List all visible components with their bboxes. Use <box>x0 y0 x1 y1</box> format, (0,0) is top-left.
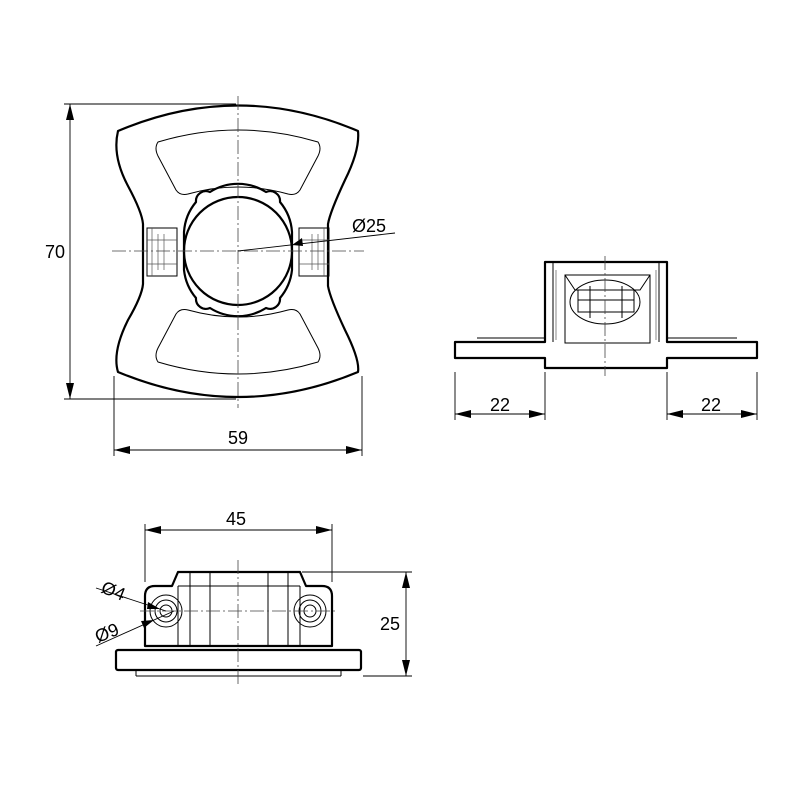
top-view: Ø25 70 59 <box>45 96 396 456</box>
hole-small-arrow <box>147 602 160 609</box>
hole-small-label: Ø4 <box>99 577 129 605</box>
front-base-plate <box>114 648 363 672</box>
top-view-outline <box>115 104 360 399</box>
dim-45-arrow-right <box>316 526 332 534</box>
hole-large-label: Ø9 <box>92 619 122 647</box>
dim-70-arrow-top <box>66 104 74 120</box>
dim-70-arrow-bottom <box>66 383 74 399</box>
front-hole-left-mid <box>154 599 178 623</box>
dim-45-label: 45 <box>226 509 246 529</box>
dim-45-arrow-left <box>145 526 161 534</box>
dim-22r-label: 22 <box>701 395 721 415</box>
dim-22l-arrow-right <box>529 410 545 418</box>
front-body <box>143 570 334 648</box>
dim-59-arrow-right <box>346 446 362 454</box>
dim-25-arrow-top <box>402 572 410 588</box>
dim-22l-arrow-left <box>455 410 471 418</box>
bore-dia-arrow <box>292 238 303 246</box>
dim-22r-arrow-left <box>667 410 683 418</box>
top-window-upper <box>155 129 321 195</box>
side-pin <box>577 289 635 313</box>
right-pin-detail <box>298 227 330 277</box>
dim-25-arrow-bottom <box>402 660 410 676</box>
hole-large-arrow <box>141 620 154 628</box>
bore-dia-leader <box>237 232 396 252</box>
bore-boss <box>182 182 294 318</box>
top-window-lower <box>155 309 321 375</box>
side-flange <box>453 260 759 370</box>
hole-large-leader <box>95 610 175 647</box>
dim-22l-label: 22 <box>490 395 510 415</box>
dim-25-label: 25 <box>380 614 400 634</box>
side-inner-block <box>564 274 651 344</box>
dim-59-label: 59 <box>228 428 248 448</box>
bore-dia-label: Ø25 <box>352 216 386 236</box>
front-view: 45 25 Ø4 Ø9 <box>92 509 412 684</box>
left-pin-detail <box>146 227 178 277</box>
side-view: 22 22 <box>453 256 759 420</box>
dim-59-arrow-left <box>114 446 130 454</box>
dim-70-label: 70 <box>45 242 65 262</box>
dim-22r-arrow-right <box>741 410 757 418</box>
